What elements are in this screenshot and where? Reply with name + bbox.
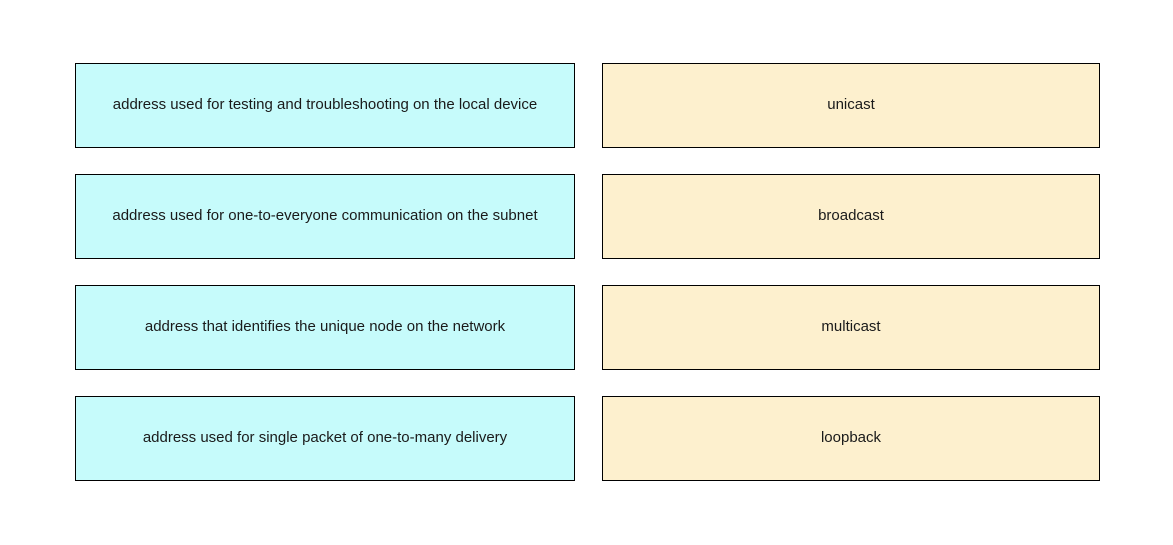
term-box-loopback[interactable]: loopback [602, 396, 1100, 481]
term-text: loopback [820, 429, 882, 447]
description-text: address used for testing and troubleshoo… [112, 96, 538, 114]
term-text: unicast [827, 96, 875, 114]
description-box-4[interactable]: address used for single packet of one-to… [75, 396, 575, 481]
description-box-3[interactable]: address that identifies the unique node … [75, 285, 575, 370]
description-text: address used for single packet of one-to… [142, 429, 508, 447]
description-text: address that identifies the unique node … [144, 318, 506, 336]
term-text: multicast [821, 318, 881, 336]
description-text: address used for one-to-everyone communi… [112, 207, 538, 225]
description-box-1[interactable]: address used for testing and troubleshoo… [75, 63, 575, 148]
term-box-unicast[interactable]: unicast [602, 63, 1100, 148]
term-text: broadcast [818, 207, 884, 225]
term-box-multicast[interactable]: multicast [602, 285, 1100, 370]
term-box-broadcast[interactable]: broadcast [602, 174, 1100, 259]
description-box-2[interactable]: address used for one-to-everyone communi… [75, 174, 575, 259]
